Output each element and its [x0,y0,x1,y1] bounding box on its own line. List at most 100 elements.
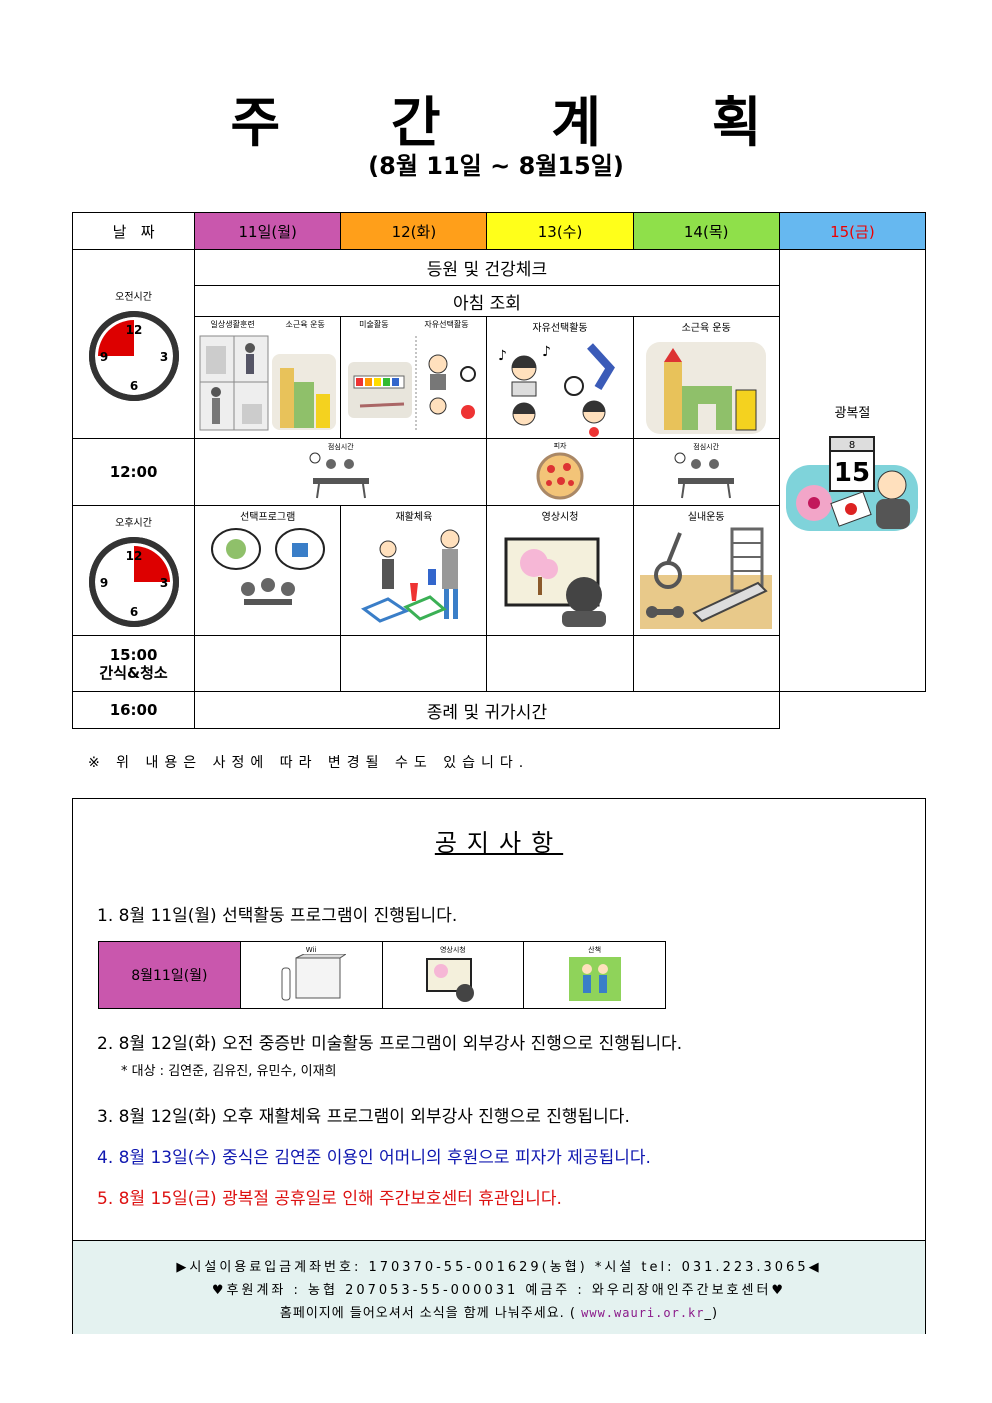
notice-title: 공지사항 [434,829,564,857]
fine-motor-blocks-icon [646,342,767,434]
mon-am-label-a: 일상생활훈련 [210,320,255,329]
end-label: 종례 및 귀가시간 [194,691,780,729]
clock-12: 12 [125,549,142,563]
tue-pm-label: 재활체육 [395,512,433,523]
lunch-table-icon [309,452,369,499]
tue-am-label-b: 자유선택활동 [424,320,469,329]
day-fri: 15(금) [778,212,927,250]
tue-pm-cell: 재활체육 [340,505,488,636]
holiday-cell: 광복절 8 15 [778,249,927,692]
arrival-cell: 등원 및 건강체크 [194,249,780,286]
wed-am-cell: 자유선택활동 ♪♪ [486,316,634,439]
wed-am-label: 자유선택활동 [532,323,588,334]
clock-afternoon-icon: 12 3 6 9 [88,537,179,627]
footer-homepage: 홈페이지에 들어오셔서 소식을 함께 나눠주세요. ( www.wauri.or… [73,1302,925,1321]
wii-label: Wii [305,946,317,954]
weekly-schedule-table: 날 짜 11일(월) 12(화) 13(수) 14(목) 15(금) 오전시간 … [71,212,927,729]
clock-9: 9 [99,350,107,364]
mon-am-label-b: 소근육 운동 [285,320,325,329]
date-header: 날 짜 [71,212,196,250]
footer-account: ▶시설이용료입금계좌번호: 170370-55-001629(농협) *시설 t… [176,1260,822,1275]
daily-life-training-icon [199,335,336,431]
notice-box: 공지사항 1. 8월 11일(월) 선택활동 프로그램이 진행됩니다. 8월11… [72,798,926,1334]
morning-cell: 오전시간 12 3 6 9 [71,249,196,439]
day-mon: 11일(월) [194,212,342,250]
snack-tue [340,635,488,692]
mini-walk: 산책 [523,941,666,1009]
clock-12: 12 [125,323,142,337]
end-time: 16:00 [71,691,196,729]
pizza-cell: 피자 [486,438,634,506]
tue-am-label-a: 미술활동 [359,320,389,329]
mini-date: 8월11일(월) [98,941,241,1009]
walk-label: 산책 [588,946,602,954]
thu-pm-cell: 실내운동 [632,505,780,636]
clock-6: 6 [129,379,137,393]
indoor-exercise-icon [640,527,773,629]
thu-am-cell: 소근육 운동 [632,316,780,439]
day-thu: 14(목) [632,212,780,250]
mon-pm-label: 선택프로그램 [240,512,296,523]
page-title: 주 간 계 획 [230,91,808,154]
homepage-link[interactable]: www.wauri.or.kr [581,1306,705,1320]
lunch-label: 점심시간 [327,443,354,451]
pizza-label: 피자 [553,442,567,450]
wed-pm-label: 영상시청 [541,512,579,523]
afternoon-cell: 오후시간 12 3 6 9 [71,505,196,636]
choice-activity-table: 8월11일(월) Wii 영상시청 산책 [98,941,666,1009]
day-tue: 12(화) [340,212,488,250]
lunch-label-thu: 점심시간 [693,443,720,451]
footer-homepage-text: 홈페이지에 들어오셔서 소식을 함께 나눠주세요. ( [279,1306,582,1321]
clock-9: 9 [99,576,107,590]
mon-pm-cell: 선택프로그램 [194,505,342,636]
tue-am-cell: 미술활동 자유선택활동 [340,316,488,439]
holiday-label: 광복절 [834,406,871,421]
clock-3: 3 [159,350,167,364]
notice-item-1: 1. 8월 11일(월) 선택활동 프로그램이 진행됩니다. [97,906,458,926]
footer-homepage-end: _) [704,1306,719,1321]
notice-item-2: 2. 8월 12일(화) 오전 중증반 미술활동 프로그램이 외부강사 진행으로… [97,1034,683,1054]
wed-pm-cell: 영상시청 [486,505,634,636]
walk-icon [568,957,621,1001]
video-label: 영상시청 [439,946,466,954]
thu-pm-label: 실내운동 [687,512,725,523]
free-choice-activity-icon: ♪♪ [498,343,615,437]
mini-wii: Wii [239,941,383,1009]
svg-text:♪: ♪ [542,344,551,360]
rehab-pe-icon [360,529,460,623]
calendar-day: 15 [834,458,870,488]
day-wed: 13(수) [486,212,634,250]
svg-text:♪: ♪ [498,348,507,364]
footer-donation: ♥후원계좌 : 농협 207053-55-000031 예금주 : 와우리장애인… [211,1283,787,1298]
snack-mon [194,635,342,692]
clock-6: 6 [129,605,137,619]
mini-video: 영상시청 [381,941,525,1009]
thu-am-label: 소근육 운동 [681,323,731,334]
lunch-cell-thu: 점심시간 [632,438,780,506]
liberation-day-icon: 8 15 [786,436,919,531]
wii-console-icon [281,953,348,1001]
calendar-month: 8 [849,440,855,451]
snack-time-cell: 15:00 간식&청소 [71,635,196,692]
snack-time: 15:00 [109,645,158,664]
clock-3: 3 [159,576,167,590]
lunch-cell-mon-tue: 점심시간 [194,438,488,506]
choice-program-icon [210,528,325,605]
page-subtitle: (8월 11일 ~ 8월15일) [368,152,624,180]
notice-item-5: 5. 8월 15일(금) 광복절 공휴일로 인해 주간보호센터 휴관입니다. [97,1189,562,1209]
notice-item-3: 3. 8월 12일(화) 오후 재활체육 프로그램이 외부강사 진행으로 진행됩… [97,1107,630,1127]
video-watching-icon [504,537,607,627]
notice-item-2-sub: * 대상 : 김연준, 김유진, 유민수, 이재희 [121,1064,337,1079]
notice-item-4: 4. 8월 13일(수) 중식은 김연준 이용인 어머니의 후원으로 피자가 제… [97,1148,651,1168]
lunch-table-icon [674,452,735,499]
assembly-cell: 아침 조회 [194,285,780,317]
footer: ▶시설이용료입금계좌번호: 170370-55-001629(농협) *시설 t… [73,1240,925,1334]
afternoon-label: 오후시간 [115,518,152,529]
video-watching-icon [425,958,474,1002]
snack-wed [486,635,634,692]
schedule-note: ※ 위 내용은 사정에 따라 변경될 수도 있습니다. [88,755,530,771]
clock-morning-icon: 12 3 6 9 [88,311,179,401]
pizza-icon [536,452,584,500]
mon-am-cell: 일상생활훈련 소근육 운동 [194,316,342,439]
snack-label: 간식&청소 [99,663,168,682]
